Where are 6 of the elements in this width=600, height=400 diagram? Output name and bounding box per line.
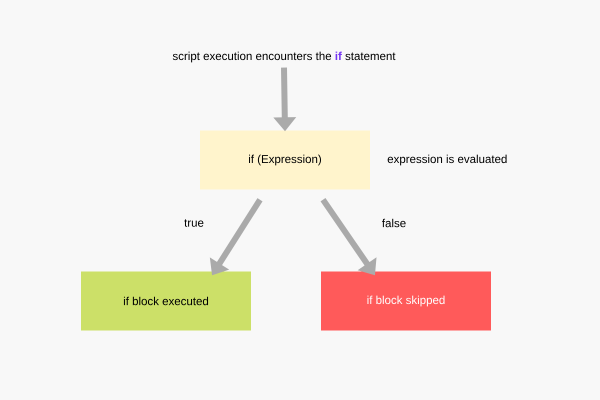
note-text: expression is evaluated <box>388 154 507 166</box>
process-box: if (Expression) <box>200 130 370 190</box>
process-box: if block executed <box>81 272 251 330</box>
process-box: if block skipped <box>321 272 491 330</box>
start-text: script execution encounters the if statement <box>172 52 396 62</box>
edge-label: true <box>183 218 205 228</box>
